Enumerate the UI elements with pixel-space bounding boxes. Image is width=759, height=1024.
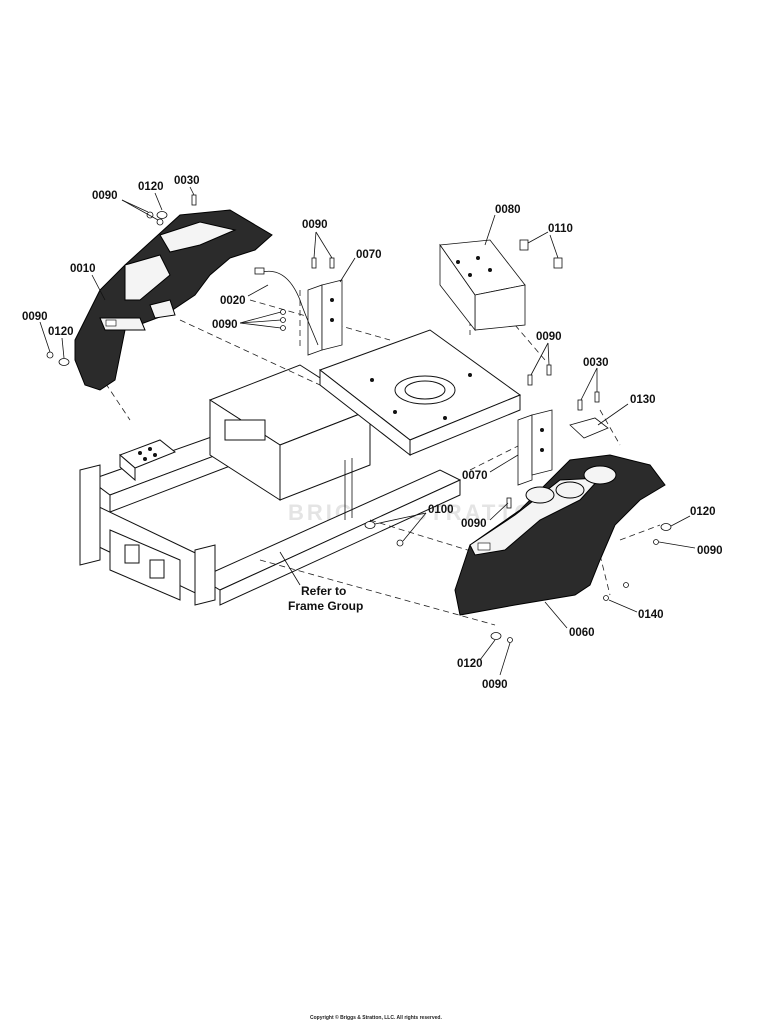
part-0020-cable xyxy=(254,267,319,346)
callout-0090-g: 0090 xyxy=(697,545,723,557)
callout-0060: 0060 xyxy=(569,627,595,639)
callout-0030-a: 0030 xyxy=(174,175,200,187)
callout-0080: 0080 xyxy=(495,204,521,216)
callout-0070-a: 0070 xyxy=(356,249,382,261)
part-0130-plate xyxy=(569,417,609,439)
callout-0120-d: 0120 xyxy=(457,658,483,670)
callout-0090-h: 0090 xyxy=(482,679,508,691)
callout-0090-c: 0090 xyxy=(302,219,328,231)
leader-lines xyxy=(39,186,696,676)
part-0080-mount-plate xyxy=(439,239,526,332)
part-0010-left-console xyxy=(74,209,273,391)
callout-0090-f: 0090 xyxy=(461,518,487,530)
callout-0110: 0110 xyxy=(548,223,573,235)
callout-0010: 0010 xyxy=(70,263,96,275)
callout-0100: 0100 xyxy=(428,504,454,516)
refer-to-line1: Refer to xyxy=(301,584,346,598)
refer-to-line2: Frame Group xyxy=(288,599,363,613)
callout-0090-b: 0090 xyxy=(22,311,48,323)
copyright-notice: Copyright © Briggs & Stratton, LLC. All … xyxy=(310,1014,442,1021)
alignment-lines xyxy=(99,290,661,626)
callout-0120-a: 0120 xyxy=(138,181,164,193)
callout-0120-b: 0120 xyxy=(48,326,74,338)
callout-0090-a: 0090 xyxy=(92,190,118,202)
callout-0070-b: 0070 xyxy=(462,470,488,482)
callout-0130: 0130 xyxy=(630,394,656,406)
callout-0020: 0020 xyxy=(220,295,246,307)
part-0070-bracket-right xyxy=(517,409,553,486)
callout-0030-b: 0030 xyxy=(583,357,609,369)
callout-0090-d: 0090 xyxy=(212,319,238,331)
hardware-fasteners xyxy=(46,194,672,643)
callout-0140: 0140 xyxy=(638,609,664,621)
callout-labels: 0090 0120 0030 0010 0090 0120 0090 0070 … xyxy=(22,175,723,691)
part-0060-right-console xyxy=(454,454,666,616)
callout-0090-e: 0090 xyxy=(536,331,562,343)
callout-0120-c: 0120 xyxy=(690,506,716,518)
part-0070-bracket-left xyxy=(307,279,343,356)
frame-assembly xyxy=(79,329,522,606)
